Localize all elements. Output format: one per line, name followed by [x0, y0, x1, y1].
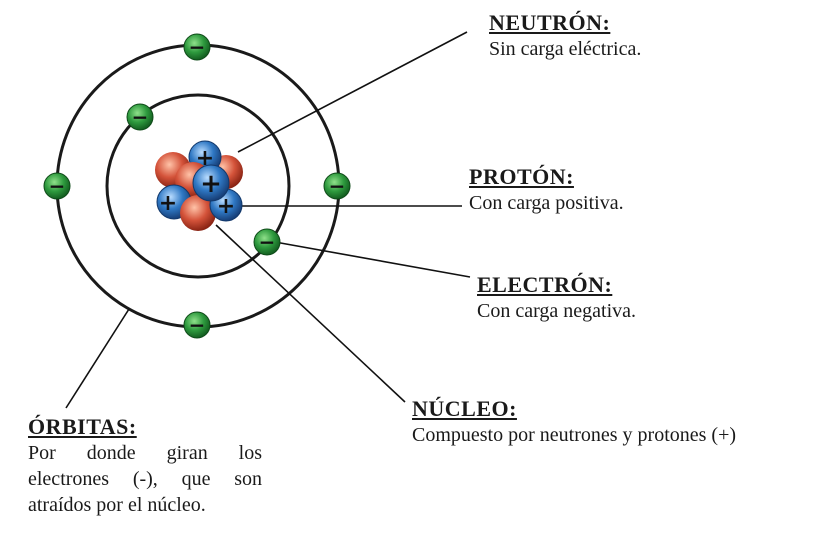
nucleo-title: NÚCLEO:	[412, 396, 517, 421]
nucleo-description: Compuesto por neutrones y protones (+)	[412, 424, 737, 446]
orbitas-description-line: Por donde giran los	[28, 442, 262, 464]
leader-lines	[65, 31, 471, 409]
electron-sign: −	[49, 174, 66, 198]
electron: −	[43, 172, 71, 200]
nucleus: + + + +	[155, 140, 243, 231]
electron: −	[183, 311, 211, 339]
electron-sign: −	[132, 105, 149, 129]
neutron-leader-line	[237, 31, 468, 153]
electron: −	[183, 33, 211, 61]
electron-title: ELECTRÓN:	[477, 272, 613, 297]
electron: −	[253, 228, 281, 256]
electron: −	[126, 103, 154, 131]
proton-sign: +	[159, 191, 177, 216]
electrons: − − − − − −	[43, 33, 351, 339]
electron-sign: −	[189, 313, 206, 337]
electron-sign: −	[259, 230, 276, 254]
nucleo-label: NÚCLEO: Compuesto por neutrones y proton…	[412, 396, 736, 448]
neutron-label: NEUTRÓN: Sin carga eléctrica.	[489, 10, 641, 62]
proton-label: PROTÓN: Con carga positiva.	[469, 164, 624, 216]
proton: +	[192, 164, 230, 202]
proton-sign: +	[200, 169, 222, 199]
orbitas-description-line: electrones (-), que son	[28, 468, 262, 490]
electron-label: ELECTRÓN: Con carga negativa.	[477, 272, 636, 324]
orbitas-title: ÓRBITAS:	[28, 414, 137, 439]
neutron-title: NEUTRÓN:	[489, 10, 611, 35]
electron-sign: −	[329, 174, 346, 198]
neutron	[180, 195, 216, 231]
nucleo-leader-line	[215, 224, 406, 403]
inner-orbit	[105, 93, 291, 279]
proton-title: PROTÓN:	[469, 164, 574, 189]
orbitas-label: ÓRBITAS: Por donde giran los electrones …	[28, 414, 262, 518]
orbitas-leader-line	[65, 308, 130, 409]
electron-leader-line	[274, 241, 471, 278]
electron-sign: −	[189, 35, 206, 59]
proton-description: Con carga positiva.	[469, 192, 624, 214]
orbitas-description-line: atraídos por el núcleo.	[28, 494, 206, 516]
neutron-description: Sin carga eléctrica.	[489, 38, 642, 60]
electron-description: Con carga negativa.	[477, 300, 637, 322]
electron: −	[323, 172, 351, 200]
proton-sign: +	[217, 194, 235, 219]
